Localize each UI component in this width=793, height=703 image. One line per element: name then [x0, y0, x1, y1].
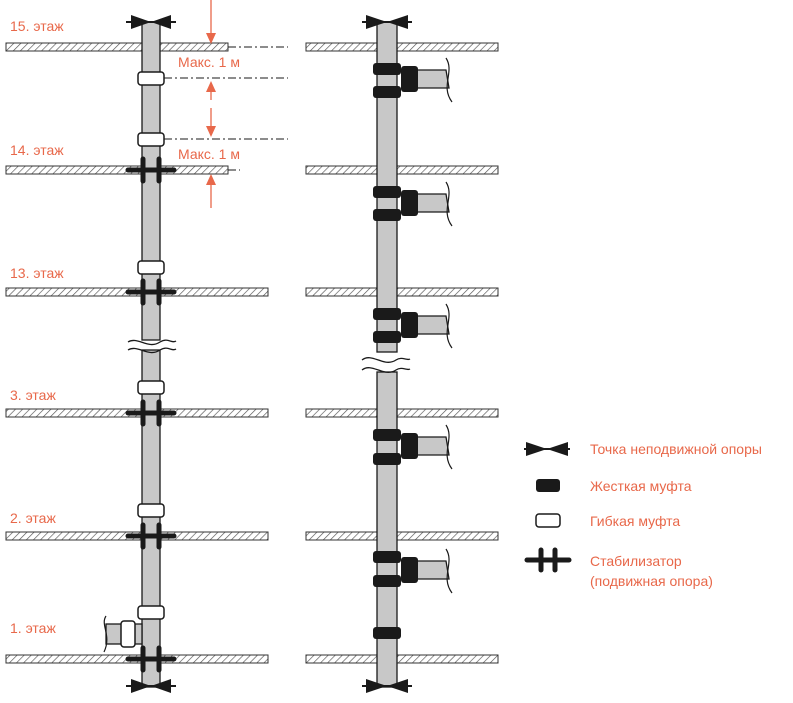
rigid-coupling-icon — [536, 479, 560, 492]
legend-flexible-coupling-label: Гибкая муфта — [590, 513, 680, 529]
rigid-coupling-icon — [373, 209, 401, 221]
stabilizer-icon — [125, 156, 177, 184]
legend-stabilizer-sublabel: (подвижная опора) — [590, 573, 713, 589]
dimension-markers — [164, 46, 288, 171]
right-pipe-break-2 — [361, 367, 411, 373]
branch-assembly-15 — [373, 57, 453, 103]
floor-label-1: 1. этаж — [10, 620, 56, 636]
rigid-coupling-icon — [373, 186, 401, 198]
legend-rigid-coupling-label: Жесткая муфта — [590, 478, 692, 494]
dimension-arrows — [206, 0, 216, 208]
fixed-point-icon — [362, 679, 412, 693]
flexible-coupling-icon — [137, 605, 165, 620]
slab-right-14 — [305, 165, 499, 175]
rigid-coupling-icon — [401, 66, 418, 92]
rigid-coupling-icon — [401, 433, 418, 459]
right-pipe-break — [361, 357, 411, 363]
flexible-coupling-icon — [137, 503, 165, 518]
stabilizer-icon — [125, 645, 177, 673]
right-riser — [361, 15, 453, 693]
slab-right-13 — [305, 287, 499, 297]
slab-left-15 — [5, 42, 229, 52]
branch-assembly-14 — [373, 181, 453, 227]
branch-assembly-2 — [373, 548, 453, 594]
legend-fixed-point-label: Точка неподвижной опоры — [590, 441, 762, 457]
flexible-coupling-icon — [137, 71, 165, 86]
rigid-coupling-icon — [373, 575, 401, 587]
stabilizer-icon — [524, 547, 572, 573]
left-branch-break — [103, 615, 108, 653]
slab-right-15 — [305, 42, 499, 52]
left-pipe-break-2 — [127, 347, 177, 354]
slab-right-3 — [305, 408, 499, 418]
floor-label-2: 2. этаж — [10, 510, 56, 526]
fixed-point-icon — [126, 15, 176, 29]
stabilizer-icon — [125, 278, 177, 306]
slab-right-1 — [305, 654, 499, 664]
branch-assembly-13 — [373, 303, 453, 349]
rigid-coupling-icon — [401, 190, 418, 216]
left-pipe-break — [127, 339, 177, 346]
flexible-coupling-icon — [137, 380, 165, 395]
stabilizer-icon — [125, 522, 177, 550]
left-riser — [103, 15, 177, 693]
rigid-coupling-icon — [373, 331, 401, 343]
floor-label-14: 14. этаж — [10, 142, 64, 158]
rigid-coupling-icon — [373, 453, 401, 465]
floor-label-13: 13. этаж — [10, 265, 64, 281]
branch-assembly-3 — [373, 424, 453, 470]
fixed-point-icon — [524, 442, 570, 456]
right-pipe-lower — [376, 371, 398, 688]
flexible-coupling-icon — [535, 513, 561, 528]
rigid-coupling-icon — [373, 627, 401, 639]
rigid-coupling-icon — [373, 429, 401, 441]
stabilizer-icon — [125, 399, 177, 427]
rigid-coupling-icon — [373, 308, 401, 320]
floor-labels: 15. этаж 14. этаж 13. этаж 3. этаж 2. эт… — [10, 18, 64, 636]
flexible-coupling-icon — [137, 132, 165, 147]
legend-stabilizer-label: Стабилизатор — [590, 553, 682, 569]
floor-label-15: 15. этаж — [10, 18, 64, 34]
rigid-coupling-icon — [401, 312, 418, 338]
fixed-point-icon — [126, 679, 176, 693]
rigid-coupling-icon — [401, 557, 418, 583]
rigid-coupling-icon — [373, 63, 401, 75]
dimension-label-bottom: Макс. 1 м — [178, 146, 240, 162]
floor-label-3: 3. этаж — [10, 387, 56, 403]
dimension-label-top: Макс. 1 м — [178, 54, 240, 70]
rigid-coupling-icon — [373, 551, 401, 563]
fixed-point-icon — [362, 15, 412, 29]
flexible-coupling-icon — [137, 260, 165, 275]
left-branch-coupling — [120, 620, 136, 648]
rigid-coupling-icon — [373, 86, 401, 98]
slab-left-14 — [5, 165, 229, 175]
legend: Точка неподвижной опоры Жесткая муфта Ги… — [524, 441, 762, 589]
slab-right-2 — [305, 531, 499, 541]
